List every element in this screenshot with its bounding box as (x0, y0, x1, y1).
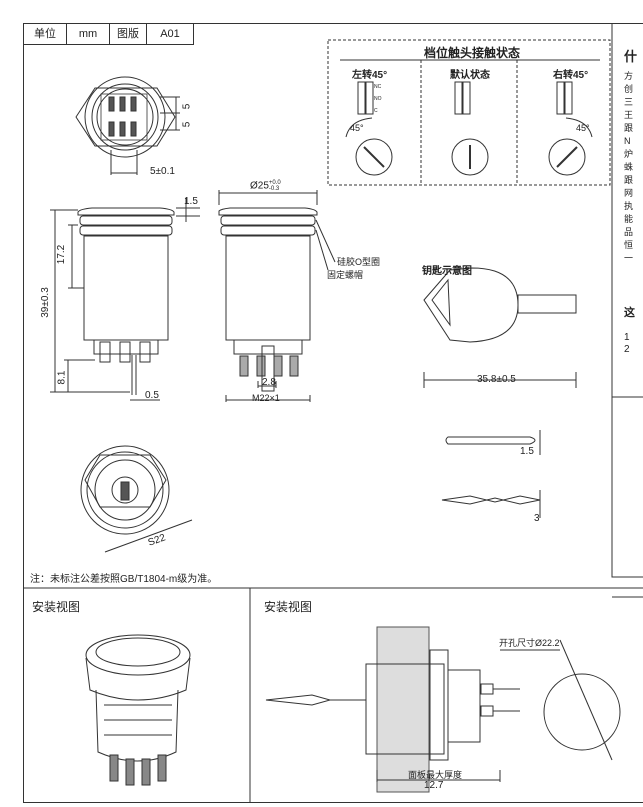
right-strip-char: 方 (624, 71, 634, 81)
panel-thickness-label: 面板最大厚度 (408, 770, 463, 780)
install-title-2: 安装视图 (264, 600, 313, 614)
install-section-view (265, 626, 621, 793)
right-strip-char: 跟 (624, 123, 634, 133)
right-strip-char: 三 (624, 97, 634, 107)
right-strip-char: 创 (624, 84, 634, 94)
front-dim-pitch: 2.8 (262, 377, 276, 388)
key-thick-1: 1.5 (520, 446, 534, 457)
title-block-header: 单位 mm 图版 A01 (24, 24, 194, 45)
side-dim-flange: 1.5 (184, 196, 198, 207)
version-value: A01 (147, 24, 194, 44)
side-dim-total: 39±0.3 (39, 287, 51, 318)
right-strip-line-1: 1 (624, 332, 630, 343)
install-iso-view (85, 634, 191, 786)
top-view (75, 76, 180, 175)
side-view (50, 198, 200, 401)
key-length: 35.8±0.5 (477, 374, 516, 385)
front-dia: Ø25+0.0-0.3 (250, 180, 281, 192)
state-right-label: 右转45° (553, 70, 589, 81)
front-view (218, 190, 336, 402)
right-strip-head-1: 什 (624, 49, 638, 64)
state-panel (327, 39, 611, 186)
right-strip-char: 品 (624, 227, 634, 237)
front-dim-thread: M22×1 (252, 393, 280, 403)
right-strip-char: 跟 (624, 175, 634, 185)
top-dim-pin-spacing: 5±0.1 (150, 166, 175, 177)
right-strip-line-2: 2 (624, 344, 630, 355)
version-label: 图版 (110, 24, 147, 44)
state-panel-title: 档位触头接触状态 (424, 46, 521, 60)
right-strip-char: 恒 (624, 240, 634, 250)
state-angle-left: 45° (350, 123, 364, 133)
state-default-label: 默认状态 (450, 70, 490, 81)
side-dim-body: 17.2 (56, 244, 68, 265)
key-title: 钥匙示意图 (422, 266, 472, 277)
right-strip-char: N (624, 136, 631, 146)
state-angle-right: 45° (576, 123, 590, 133)
tolerance-note: 注：未标注公差按照GB/T1804-m级为准。 (30, 574, 218, 585)
drawing-frame (23, 23, 643, 803)
right-strip-chars: 方 创 三 王 跟 N 炉 蛛 跟 网 执 能 品 恒 一 (624, 70, 636, 265)
right-strip-char: 蛛 (624, 162, 634, 172)
right-strip-char: 执 (624, 201, 634, 211)
right-strip-head-2: 这 (624, 307, 635, 319)
state-no-label: NO (374, 96, 382, 102)
right-strip-char: 一 (624, 253, 634, 263)
right-strip-char: 王 (624, 110, 634, 120)
o-ring-label: 硅胶O型圈 (337, 257, 381, 267)
state-c-label: C (374, 108, 378, 114)
right-strip-char: 炉 (624, 149, 634, 159)
front-dia-tol-top: +0.0 (268, 180, 281, 186)
top-dim-across: 5 (181, 121, 193, 128)
side-dim-pin-len: 8.1 (56, 370, 68, 385)
nut-label: 固定螺帽 (327, 270, 364, 280)
hole-size-label: 开孔尺寸Ø22.2 (499, 638, 560, 648)
front-dia-value: Ø25 (250, 180, 269, 192)
side-dim-pin-w: 0.5 (145, 390, 159, 401)
state-left-label: 左转45° (352, 70, 388, 81)
front-dia-tolerance: +0.0-0.3 (269, 180, 281, 192)
top-dim-hex: 5 (181, 103, 193, 110)
front-dia-tol-bot: -0.3 (268, 186, 280, 192)
right-strip-char: 网 (624, 188, 634, 198)
unit-label: 单位 (24, 24, 67, 44)
panel-thickness-value: 12.7 (424, 780, 444, 791)
key-drawing (423, 267, 577, 518)
install-title-1: 安装视图 (32, 600, 81, 614)
state-nc-label: NC (374, 84, 382, 90)
bottom-hex-view (80, 445, 193, 553)
right-strip-box (611, 396, 643, 578)
unit-value: mm (67, 24, 110, 44)
right-strip-char: 能 (624, 214, 634, 224)
key-thick-2: 3 (534, 513, 540, 524)
